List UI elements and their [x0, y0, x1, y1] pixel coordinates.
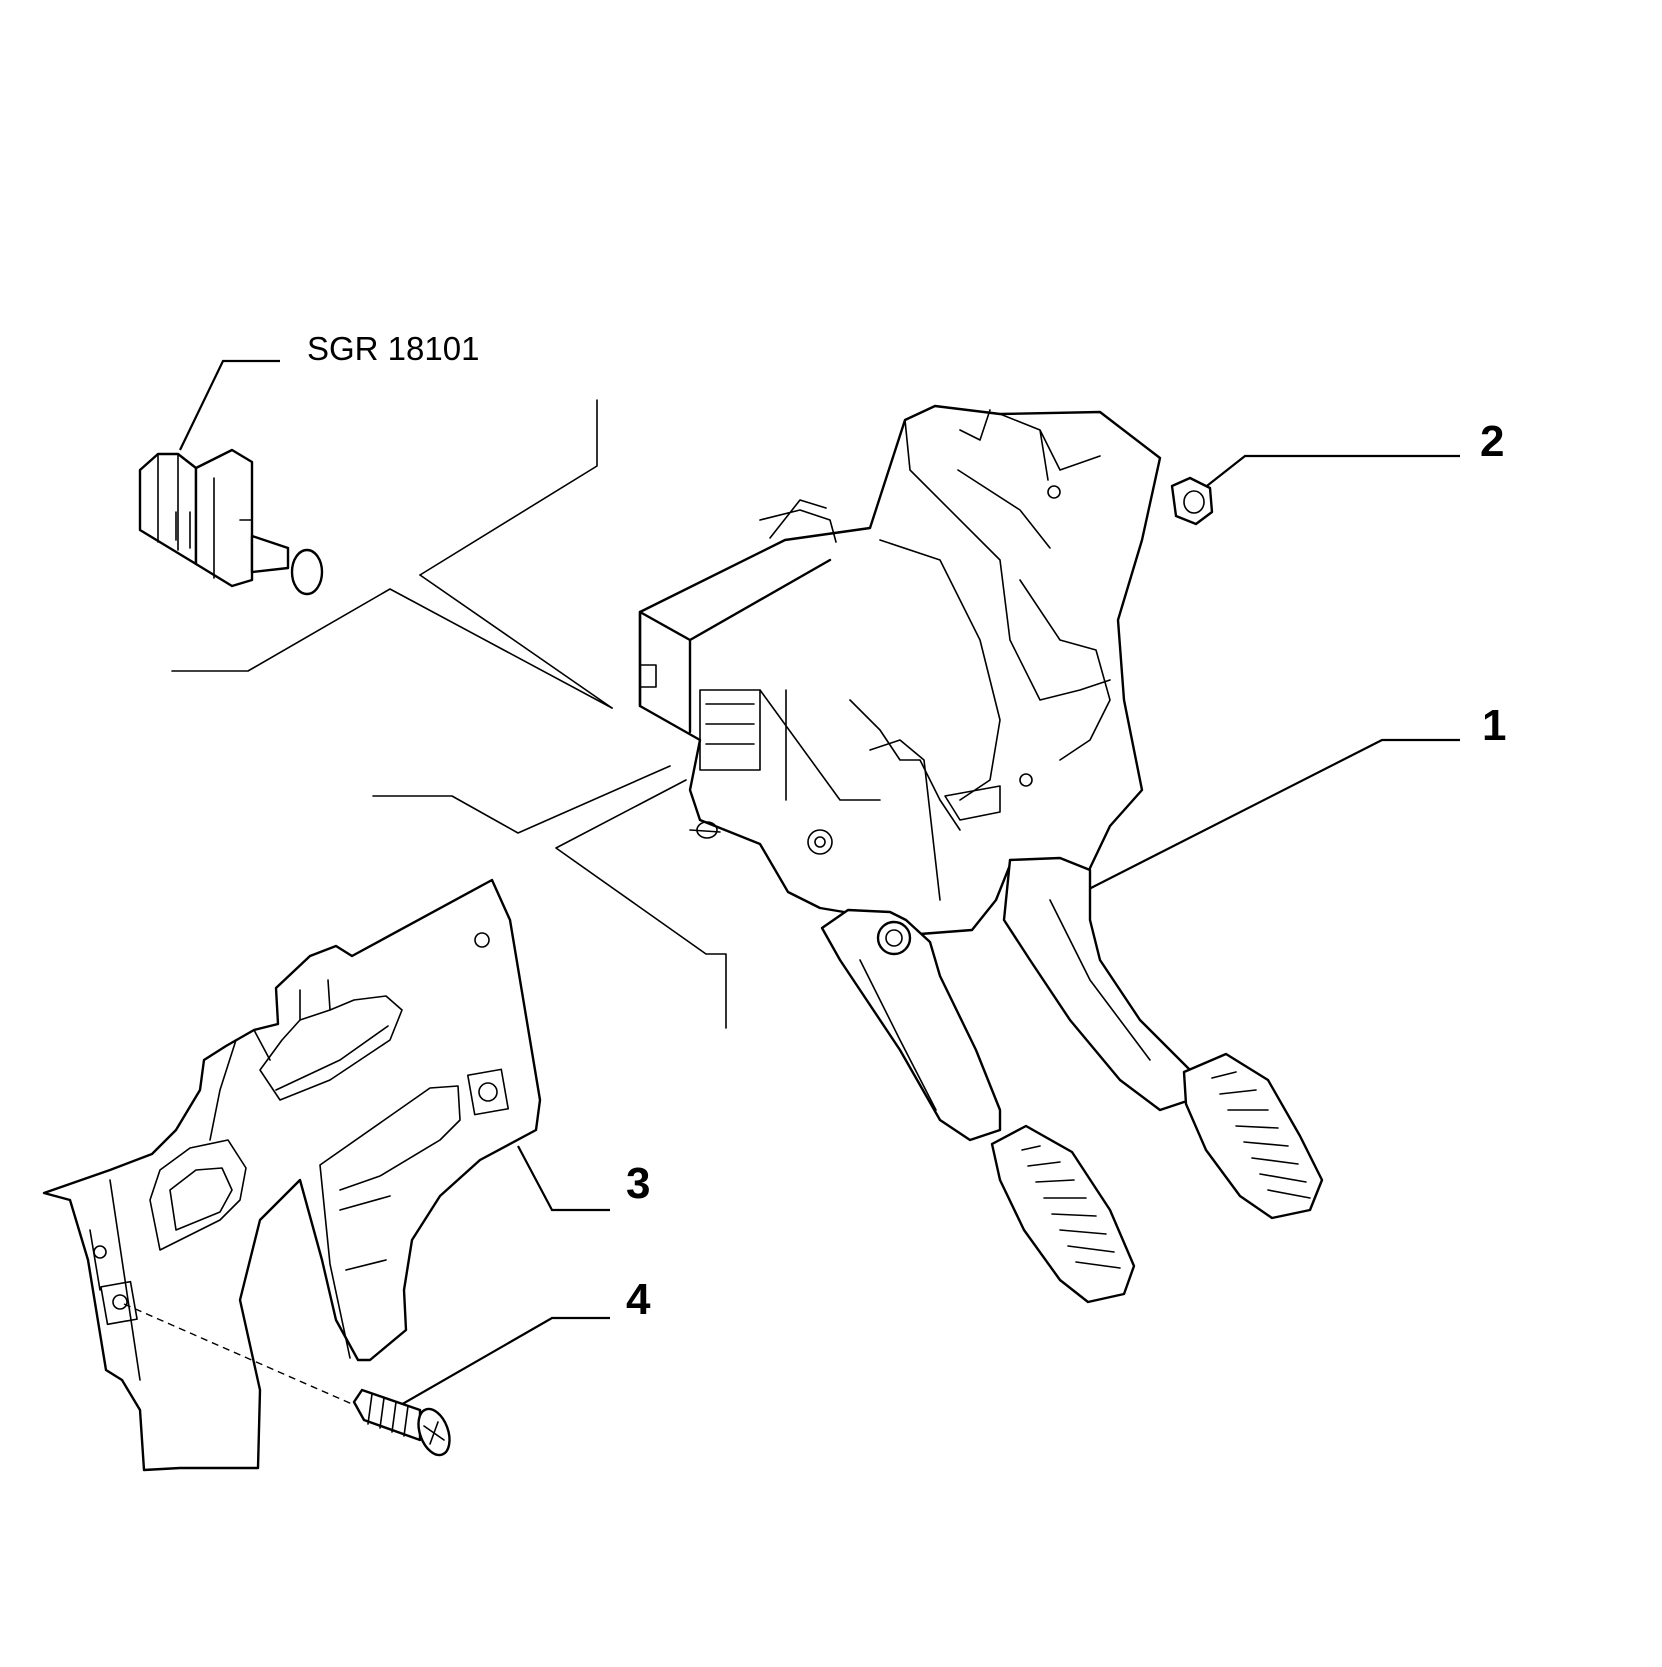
- callout-label-1: 1: [1482, 701, 1507, 750]
- assembly-phantom-lines: [171, 399, 727, 1029]
- leader-line-4: [391, 1316, 610, 1411]
- callout-label-2: 2: [1480, 417, 1505, 466]
- leader-line-sgr: [179, 359, 280, 451]
- callout-label-4: 4: [626, 1275, 651, 1324]
- pedal-box: [638, 404, 1460, 1304]
- screw-part: [123, 1303, 610, 1457]
- nut-part: [1170, 454, 1460, 526]
- leader-line-3: [517, 1145, 610, 1212]
- leader-line-1: [1086, 738, 1460, 891]
- reference-label-sgr: SGR 18101: [307, 330, 480, 367]
- trim-panel: [42, 878, 610, 1472]
- callout-label-3: 3: [626, 1159, 651, 1208]
- leader-line-2: [1202, 454, 1460, 490]
- stop-light-switch: [138, 359, 324, 596]
